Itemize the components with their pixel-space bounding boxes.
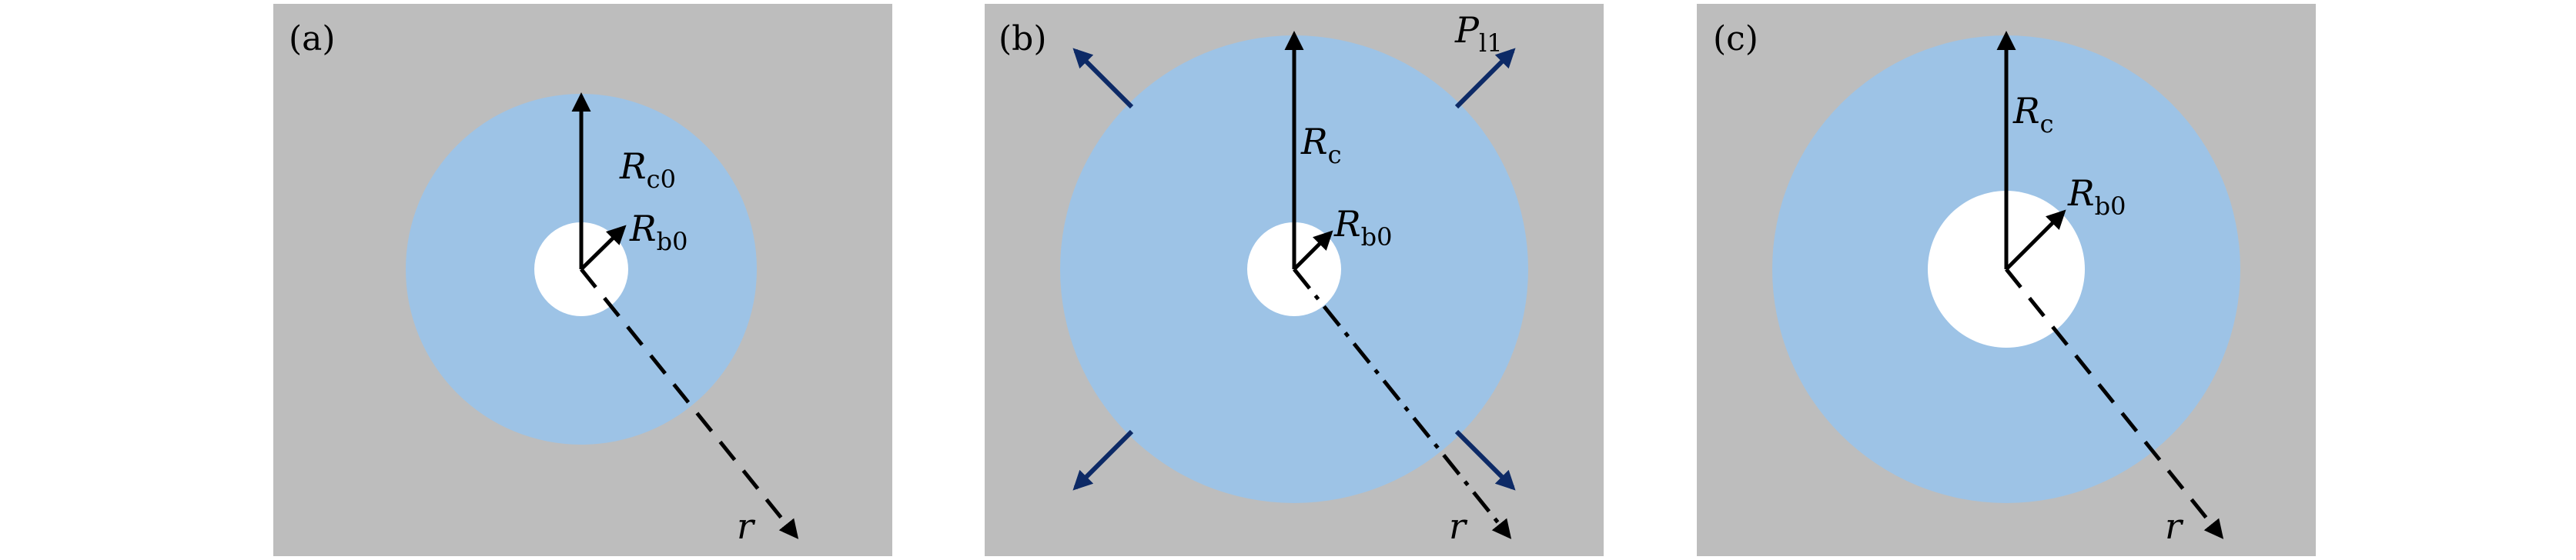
panel-c-axis-label: r bbox=[2165, 505, 2184, 547]
panel-b-radial-axis-arrow bbox=[1293, 268, 1512, 539]
arrow-down-right-icon bbox=[1454, 429, 1516, 491]
panel-a: (a) Rc0 Rb0 r bbox=[273, 4, 892, 556]
panel-a-tag: (a) bbox=[289, 19, 336, 58]
panel-b-tag: (b) bbox=[999, 19, 1047, 58]
panel-c-radial-axis-arrow bbox=[2005, 268, 2224, 539]
panel-b-pressure-label: Pl1 bbox=[1454, 9, 1503, 58]
panel-a-radial-axis-arrow bbox=[580, 268, 799, 539]
panel-a-inner-radius-arrow bbox=[580, 225, 627, 271]
arrow-down-left-icon bbox=[1072, 429, 1134, 491]
panel-b-axis-label: r bbox=[1449, 505, 1468, 547]
panel-b: (b) Rc Rb0 r Pl1 bbox=[985, 4, 1604, 556]
panel-a-axis-label: r bbox=[737, 505, 756, 547]
panel-b-outer-radius-label: Rc bbox=[1300, 121, 1342, 169]
panel-b-inner-radius-arrow bbox=[1293, 230, 1333, 271]
panel-c-outer-radius-label: Rc bbox=[2012, 90, 2054, 138]
panel-c-inner-radius-arrow bbox=[2005, 209, 2066, 271]
panel-a-outer-radius-label: Rc0 bbox=[619, 145, 676, 194]
panel-c-tag: (c) bbox=[1713, 19, 1758, 58]
arrow-up-left-icon bbox=[1072, 48, 1134, 109]
panel-c: (c) Rc Rb0 r bbox=[1697, 4, 2316, 556]
arrow-up-right-icon bbox=[1454, 48, 1516, 109]
panel-a-inner-radius-label: Rb0 bbox=[629, 208, 687, 256]
panel-b-inner-radius-label: Rb0 bbox=[1333, 203, 1392, 252]
panel-c-inner-radius-label: Rb0 bbox=[2067, 172, 2126, 221]
